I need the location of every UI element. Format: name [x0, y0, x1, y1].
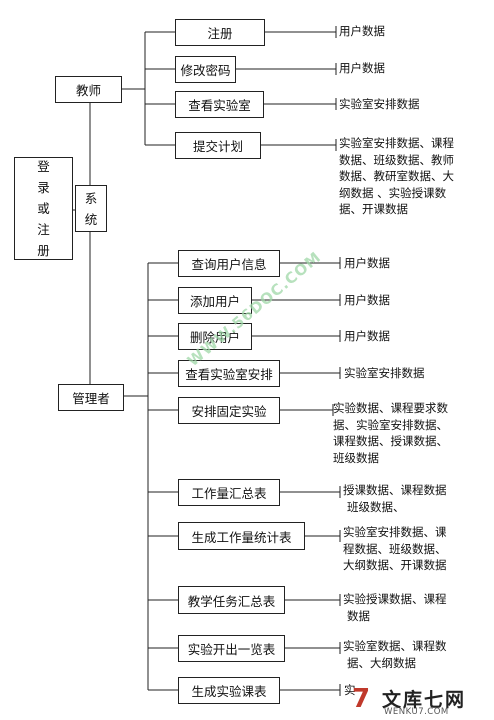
admin-data-teaching-task-summary: 实验授课数据、课程 数据 — [343, 591, 483, 624]
teacher-item-change-password: 修改密码 — [175, 56, 236, 83]
teacher-item-submit-plan: 提交计划 — [175, 132, 261, 159]
admin-item-delete-user: 删除用户 — [178, 323, 252, 350]
admin-data-add-user: 用户数据 — [344, 293, 390, 307]
admin-node: 管理者 — [58, 384, 124, 411]
teacher-node: 教师 — [55, 76, 122, 103]
data-line: 据、实验室安排数据、 — [333, 417, 448, 432]
root-char: 录 — [37, 180, 50, 195]
admin-data-query-user: 用户数据 — [344, 256, 390, 270]
system-char: 系 — [84, 190, 98, 206]
admin-item-experiment-list: 实验开出一览表 — [178, 635, 285, 662]
logo-mark: 7 — [352, 684, 371, 714]
teacher-data-register: 用户数据 — [339, 24, 385, 38]
data-line: 实验授课数据、课程 — [343, 592, 447, 606]
data-line: 程数据、班级数据、 — [343, 541, 447, 556]
admin-data-experiment-list: 实验室数据、课程数 据、大纲数据 — [343, 638, 483, 671]
admin-data-workload-stats: 实验室安排数据、课 程数据、班级数据、 大纲数据、开课数据 — [343, 524, 483, 574]
root-char: 或 — [37, 201, 50, 216]
logo-name: 文库七网 — [382, 689, 467, 711]
site-logo: 7 文库七网 WENKU7.COM — [352, 684, 492, 718]
data-line: 纲数据 、实验授课数 — [339, 185, 447, 200]
admin-data-workload-summary: 授课数据、课程数据 班级数据、 — [343, 482, 483, 515]
logo-url: WENKU7.COM — [384, 707, 449, 717]
teacher-data-view-lab: 实验室安排数据 — [339, 97, 420, 111]
system-char: 统 — [84, 211, 98, 227]
data-line: 据、大纲数据 — [347, 655, 416, 670]
root-char: 登 — [37, 159, 50, 174]
data-line: 实验数据、课程要求数 — [333, 401, 448, 415]
admin-data-delete-user: 用户数据 — [344, 329, 390, 343]
teacher-item-view-lab: 查看实验室 — [175, 91, 264, 118]
root-node-login-register: 登 录 或 注 册 — [14, 157, 73, 260]
teacher-item-register: 注册 — [175, 19, 265, 46]
data-line: 据、开课数据 — [339, 202, 408, 216]
data-line: 数据、教研室数据、大 — [339, 169, 454, 183]
teacher-data-submit-plan: 实验室安排数据、课程 数据、班级数据、教师 数据、教研室数据、大 纲数据 、实验… — [339, 135, 481, 218]
root-char: 注 — [37, 222, 50, 237]
admin-item-add-user: 添加用户 — [178, 287, 252, 314]
admin-data-view-lab-schedule: 实验室安排数据 — [344, 366, 425, 380]
admin-item-workload-summary: 工作量汇总表 — [178, 479, 280, 506]
admin-item-arrange-experiment: 安排固定实验 — [178, 397, 280, 424]
data-line: 课程数据、授课数据、 — [333, 434, 448, 448]
data-line: 实验室安排数据、课 — [343, 525, 447, 539]
data-line: 实验室安排数据、课程 — [339, 136, 454, 150]
admin-item-workload-stats: 生成工作量统计表 — [178, 522, 305, 550]
admin-item-teaching-task-summary: 教学任务汇总表 — [178, 586, 285, 614]
admin-data-generate-schedule: 实 — [344, 683, 356, 697]
admin-item-view-lab-schedule: 查看实验室安排 — [178, 360, 280, 387]
data-line: 数据 — [347, 608, 370, 623]
root-char: 册 — [37, 243, 50, 258]
admin-data-arrange-experiment: 实验数据、课程要求数 据、实验室安排数据、 课程数据、授课数据、 班级数据 — [333, 400, 473, 466]
system-node: 系 统 — [75, 185, 107, 232]
data-line: 授课数据、课程数据 — [343, 483, 447, 497]
data-line: 大纲数据、开课数据 — [343, 558, 447, 572]
data-line: 班级数据 — [333, 450, 379, 465]
admin-item-generate-schedule: 生成实验课表 — [178, 677, 280, 704]
teacher-data-change-password: 用户数据 — [339, 61, 385, 75]
data-line: 班级数据、 — [347, 499, 405, 514]
data-line: 数据、班级数据、教师 — [339, 152, 454, 167]
data-line: 实验室数据、课程数 — [343, 639, 447, 653]
admin-item-query-user: 查询用户信息 — [178, 250, 280, 277]
